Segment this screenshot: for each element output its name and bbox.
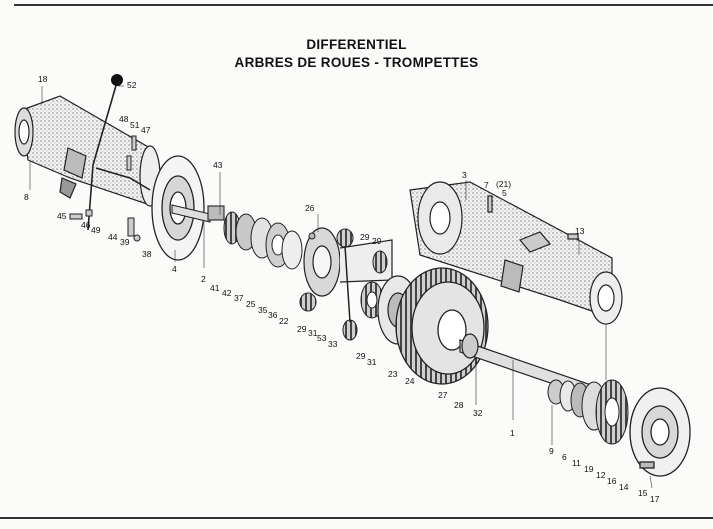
callout-33: 33 [328,339,338,349]
right-trumpet-flange [589,271,623,325]
callout-3: 3 [462,170,467,180]
callout-6: 6 [562,452,567,462]
lever-knob [111,74,123,86]
callout-52: 52 [127,80,137,90]
callout-53: 53 [317,333,327,343]
callout-47: 47 [141,125,151,135]
callout-2: 2 [201,274,206,284]
callout-5: 5 [502,188,507,198]
callout-38: 38 [142,249,152,259]
callout-36: 36 [268,310,278,320]
callout-17: 17 [650,494,660,504]
left-trumpet-housing [14,95,161,207]
diagram-subtitle: ARBRES DE ROUES - TROMPETTES [234,55,479,70]
hub-bearing-stack [547,379,629,445]
callout-31-left: 31 [308,328,318,338]
callout-31-right: 31 [367,357,377,367]
callout-25: 25 [246,299,256,309]
hub-flange [629,387,691,477]
callout-29-right: 29 [372,236,382,246]
planetary-gear-set [223,211,303,270]
callout-41: 41 [210,283,220,293]
callout-13: 13 [575,226,585,236]
callout-29-upper: 29 [360,232,370,242]
callout-19: 19 [584,464,594,474]
callout-39: 39 [120,237,130,247]
callout-35: 35 [258,305,268,315]
callout-37: 37 [234,293,244,303]
callout-32: 32 [473,408,483,418]
callout-23: 23 [388,369,398,379]
callout-46: 46 [81,220,91,230]
callout-44: 44 [108,232,118,242]
callout-8: 8 [24,192,29,202]
callout-15: 15 [638,488,648,498]
callout-24: 24 [405,376,415,386]
callout-45: 45 [57,211,67,221]
callout-9: 9 [549,446,554,456]
callout-29-lower: 29 [356,351,366,361]
callout-26: 26 [305,203,315,213]
callout-22: 22 [279,316,289,326]
callout-11: 11 [572,458,581,468]
callout-4: 4 [172,264,177,274]
callout-48: 48 [119,114,129,124]
callout-18: 18 [38,74,48,84]
callout-1: 1 [510,428,515,438]
crown-wheel [395,267,489,385]
callout-28: 28 [454,400,464,410]
callout-12: 12 [596,470,606,480]
frame-bottom-rule [0,517,713,519]
callout-43: 43 [213,160,223,170]
right-trumpet-housing [409,181,613,319]
callout-42: 42 [222,288,232,298]
callout-7: 7 [484,180,489,190]
callout-49: 49 [91,225,101,235]
diagram-title: DIFFERENTIEL [306,37,407,52]
callout-51: 51 [130,120,140,130]
small-bolts-left [69,135,141,242]
spider-pinion-gears [299,228,388,341]
callout-14: 14 [619,482,629,492]
callout-labels: 18 52 8 48 51 47 45 46 49 44 39 38 4 2 4… [24,74,660,504]
frame-top-rule [14,4,713,6]
selector-lever [87,81,151,231]
callout-21: (21) [496,179,511,189]
callout-29-left: 29 [297,324,307,334]
leader-lines [29,85,653,489]
callout-27: 27 [438,390,448,400]
callout-16: 16 [607,476,617,486]
